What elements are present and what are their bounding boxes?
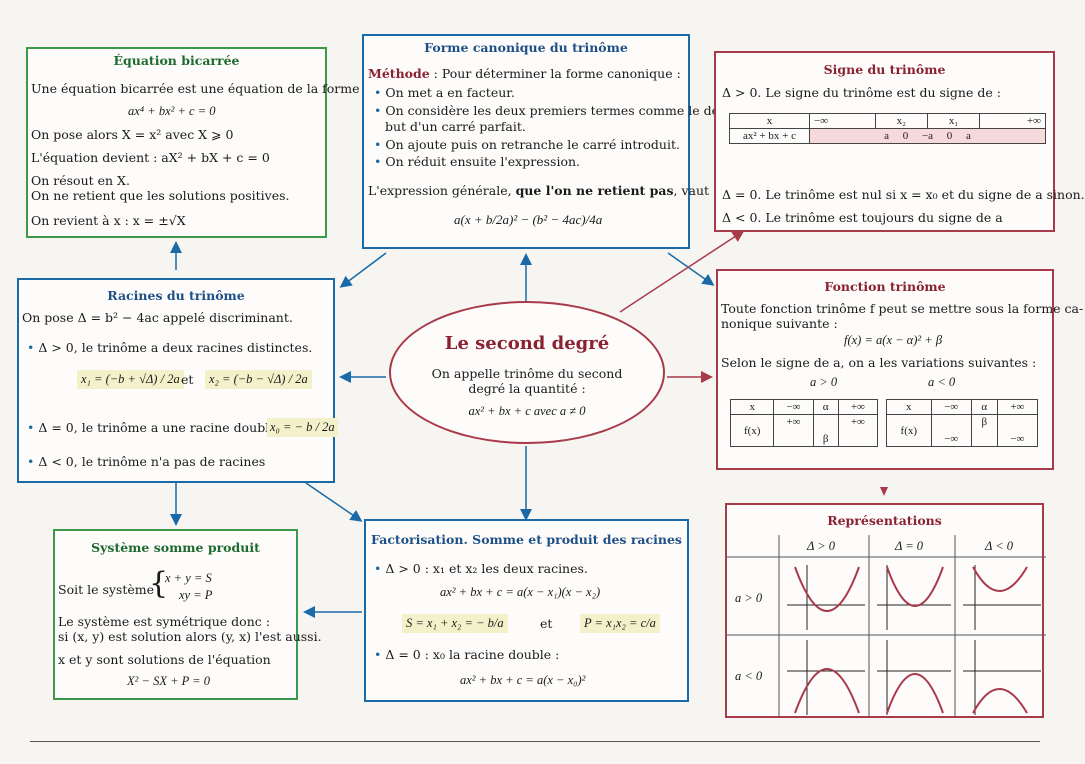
representation-graphs bbox=[727, 535, 1046, 717]
bicarree-line-2: ax⁴ + bx² + c = 0 bbox=[128, 104, 216, 118]
signe-line-1: Δ > 0. Le signe du trinôme est du signe … bbox=[722, 85, 1001, 100]
signe-table: x −∞ x₂ x₁ +∞ ax² + bx + c a 0 −a 0 a bbox=[729, 113, 1046, 144]
x2-formula: x₂ = (−b − √Δ) / 2a bbox=[205, 370, 312, 389]
bullet-1-text: On met a en facteur. bbox=[385, 85, 515, 100]
bicarree-box: Équation bicarrée Une équation bicarrée … bbox=[26, 47, 368, 238]
bicarree-line-3: On pose alors X = x² avec X ⩾ 0 bbox=[31, 127, 234, 142]
row-header-1: a > 0 bbox=[735, 591, 763, 605]
bullet-2a-text: On considère les deux premiers termes co… bbox=[385, 103, 724, 118]
signe-line-3: Δ < 0. Le trinôme est toujours du signe … bbox=[722, 210, 1003, 225]
factorisation-box: Factorisation. Somme et produit des raci… bbox=[364, 519, 689, 702]
racines-title: Racines du trinôme bbox=[107, 288, 245, 303]
bicarree-title: Équation bicarrée bbox=[113, 53, 240, 68]
fonction-apos: a > 0 bbox=[810, 375, 838, 389]
forme-canonique-box: Forme canonique du trinôme Méthode : Pou… bbox=[362, 34, 723, 249]
fonction-line-3: f(x) = a(x − α)² + β bbox=[844, 333, 943, 347]
racines-line-3: Δ = 0, le trinôme a une racine double bbox=[38, 420, 277, 435]
factorisation-line-3: Δ = 0 : x₀ la racine double : bbox=[385, 647, 560, 662]
fonction-title: Fonction trinôme bbox=[824, 279, 946, 294]
bottom-rule bbox=[30, 741, 1040, 742]
bicarree-line-4: L'équation devient : aX² + bX + c = 0 bbox=[31, 150, 270, 165]
bicarree-line-6: On ne retient que les solutions positive… bbox=[31, 188, 290, 203]
representations-box: Représentations Δ > 0 Δ = 0 Δ < 0 a > 0 … bbox=[725, 503, 1046, 718]
fonction-aneg: a < 0 bbox=[928, 375, 956, 389]
racines-et: et bbox=[181, 372, 194, 387]
bullet-4: • On réduit ensuite l'expression. bbox=[374, 154, 580, 169]
centre-line-3: ax² + bx + c avec a ≠ 0 bbox=[468, 404, 586, 418]
signe-line-2: Δ = 0. Le trinôme est nul si x = x₀ et d… bbox=[722, 187, 1085, 202]
centre-line-2: degré la quantité : bbox=[468, 381, 586, 396]
system-eq-2: xy = P bbox=[179, 588, 213, 602]
col-header-3: Δ < 0 bbox=[985, 539, 1014, 553]
expression-line: L'expression générale, que l'on ne retie… bbox=[368, 183, 718, 198]
fonction-line-1: Toute fonction trinôme f peut se mettre … bbox=[721, 301, 1084, 316]
col-header-2: Δ = 0 bbox=[895, 539, 924, 553]
racines-line-1: On pose Δ = b² − 4ac appelé discriminant… bbox=[22, 310, 293, 325]
bicarree-line-1: Une équation bicarrée est une équation d… bbox=[31, 81, 368, 96]
factorisation-title: Factorisation. Somme et produit des raci… bbox=[371, 532, 682, 547]
racines-line-2: Δ > 0, le trinôme a deux racines distinc… bbox=[38, 340, 313, 355]
systeme-title: Système somme produit bbox=[91, 540, 260, 555]
factorisation-line-4: ax² + bx + c = a(x − x₀)² bbox=[460, 673, 586, 687]
x1-formula: x₁ = (−b + √Δ) / 2a bbox=[77, 370, 184, 389]
centre-ellipse: Le second degré On appelle trinôme du se… bbox=[389, 301, 665, 444]
bicarree-line-5: On résout en X. bbox=[31, 173, 130, 188]
centre-title: Le second degré bbox=[444, 333, 610, 354]
systeme-line-4: x et y sont solutions de l'équation bbox=[58, 652, 271, 667]
bullet-3-text: On ajoute puis on retranche le carré int… bbox=[385, 137, 680, 152]
systeme-line-3: si (x, y) est solution alors (y, x) l'es… bbox=[58, 629, 322, 644]
signe-title: Signe du trinôme bbox=[823, 62, 946, 77]
representations-title: Représentations bbox=[827, 513, 942, 528]
bullet-1: • On met a en facteur. bbox=[374, 85, 515, 100]
signe-box: Signe du trinôme Δ > 0. Le signe du trin… bbox=[714, 51, 1085, 232]
factorisation-line-2: ax² + bx + c = a(x − x₁)(x − x₂) bbox=[440, 585, 601, 599]
brace-icon: { bbox=[149, 566, 169, 601]
variations-table-neg: x−∞α+∞ f(x)−∞β−∞ bbox=[886, 399, 1039, 447]
bullet-2: • On considère les deux premiers termes … bbox=[374, 103, 724, 118]
methode-label: Méthode bbox=[368, 66, 430, 81]
system-eq-1: x + y = S bbox=[165, 571, 212, 585]
row-header-2: a < 0 bbox=[735, 669, 763, 683]
systeme-line-2: Le système est symétrique donc : bbox=[58, 614, 270, 629]
methode-text: : Pour déterminer la forme canonique : bbox=[429, 66, 681, 81]
factorisation-et: et bbox=[540, 616, 553, 631]
forme-canonique-title: Forme canonique du trinôme bbox=[424, 40, 628, 55]
fonction-line-2: nonique suivante : bbox=[721, 316, 838, 331]
fonction-box: Fonction trinôme Toute fonction trinôme … bbox=[716, 269, 1083, 470]
fonction-line-4: Selon le signe de a, on a les variations… bbox=[721, 355, 1037, 370]
bullet-4-text: On réduit ensuite l'expression. bbox=[385, 154, 580, 169]
bullet-3: • On ajoute puis on retranche le carré i… bbox=[374, 137, 680, 152]
racines-box: Racines du trinôme On pose Δ = b² − 4ac … bbox=[17, 278, 338, 483]
bullet-2b-text: but d'un carré parfait. bbox=[385, 119, 526, 134]
racines-line-4: Δ < 0, le trinôme n'a pas de racines bbox=[38, 454, 266, 469]
variations-table-pos: x−∞α+∞ f(x)+∞β+∞ bbox=[729, 399, 879, 447]
somme-formula: S = x₁ + x₂ = − b/a bbox=[402, 614, 508, 633]
canonique-formula: a(x + b/2a)² − (b² − 4ac)/4a bbox=[454, 212, 603, 227]
col-header-1: Δ > 0 bbox=[807, 539, 836, 553]
systeme-box: Système somme produit Soit le système { … bbox=[53, 529, 322, 700]
centre-line-1: On appelle trinôme du second bbox=[431, 366, 623, 381]
systeme-line-5: X² − SX + P = 0 bbox=[127, 674, 210, 688]
x0-formula: x₀ = − b / 2a bbox=[267, 418, 338, 437]
factorisation-line-1: Δ > 0 : x₁ et x₂ les deux racines. bbox=[385, 561, 588, 576]
produit-formula: P = x₁x₂ = c/a bbox=[580, 614, 660, 633]
bicarree-line-7: On revient à x : x = ±√X bbox=[31, 213, 186, 228]
systeme-line-1: Soit le système bbox=[58, 582, 155, 597]
